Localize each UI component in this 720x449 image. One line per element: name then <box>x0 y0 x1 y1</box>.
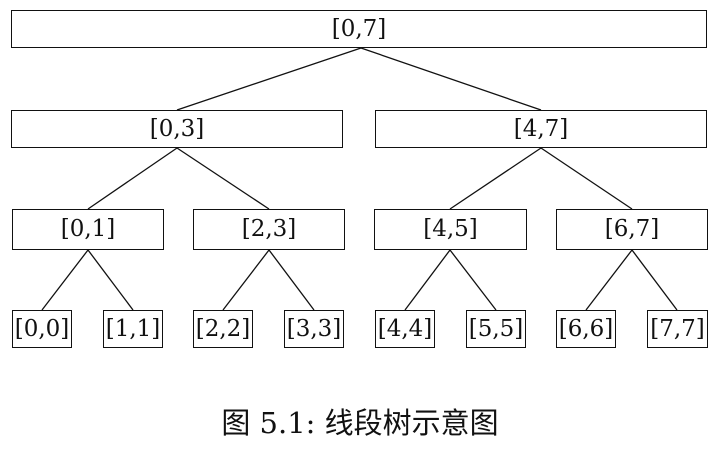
edge-0-1-to-0-0 <box>41 249 89 311</box>
tree-node-6-7: [6,7] <box>556 209 708 250</box>
edge-6-7-to-7-7 <box>631 249 678 311</box>
edge-4-7-to-4-5 <box>449 147 542 210</box>
tree-node-2-3: [2,3] <box>193 209 345 250</box>
tree-node-4-5: [4,5] <box>374 209 527 250</box>
edge-0-7-to-4-7 <box>360 47 542 111</box>
tree-node-4-4: [4,4] <box>375 310 435 348</box>
edge-0-7-to-0-3 <box>176 47 362 111</box>
tree-node-0-0: [0,0] <box>12 310 72 348</box>
tree-node-7-7: [7,7] <box>647 310 708 348</box>
tree-node-5-5: [5,5] <box>466 310 526 348</box>
edge-0-1-to-1-1 <box>87 249 134 311</box>
tree-node-4-7: [4,7] <box>375 110 707 148</box>
edge-4-5-to-4-4 <box>404 249 451 311</box>
tree-node-0-3: [0,3] <box>11 110 343 148</box>
figure-caption: 图 5.1: 线段树示意图 <box>221 406 499 440</box>
edge-2-3-to-3-3 <box>268 249 315 311</box>
edge-group <box>41 47 678 311</box>
tree-node-1-1: [1,1] <box>103 310 163 348</box>
edge-0-3-to-2-3 <box>176 147 270 210</box>
edge-2-3-to-2-2 <box>222 249 270 311</box>
tree-node-2-2: [2,2] <box>193 310 253 348</box>
edge-4-7-to-6-7 <box>540 147 633 210</box>
edge-4-5-to-5-5 <box>449 249 497 311</box>
tree-node-0-1: [0,1] <box>12 209 164 250</box>
edge-6-7-to-6-6 <box>585 249 633 311</box>
tree-node-0-7: [0,7] <box>11 10 707 48</box>
tree-node-3-3: [3,3] <box>284 310 344 348</box>
edge-0-3-to-0-1 <box>87 147 178 210</box>
tree-node-6-6: [6,6] <box>556 310 616 348</box>
